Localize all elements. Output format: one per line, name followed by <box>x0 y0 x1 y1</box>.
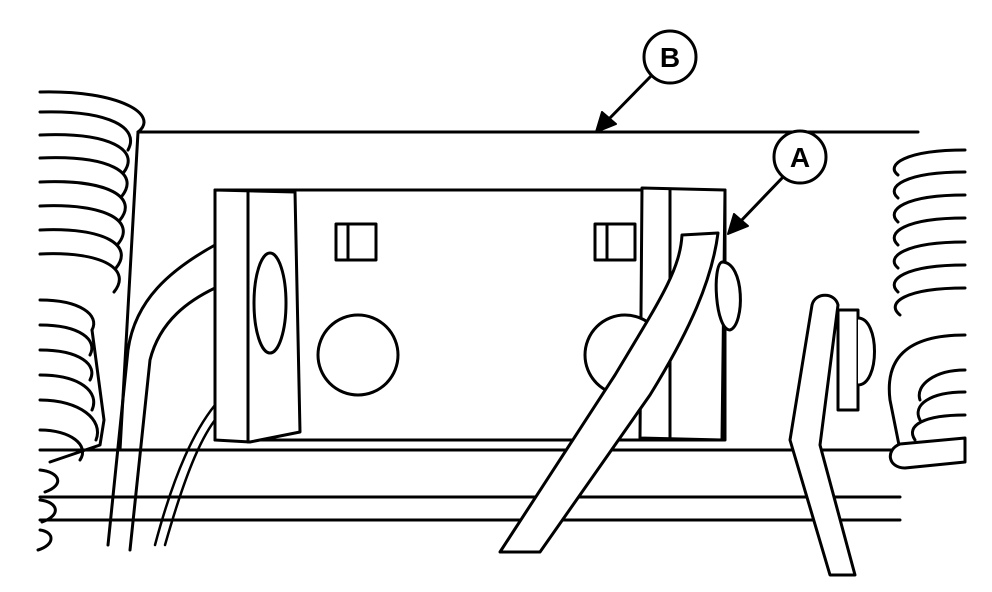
callout-b-label: B <box>660 42 680 73</box>
mounting-bracket <box>213 186 727 444</box>
callout-a: A <box>727 129 828 235</box>
callout-a-circle <box>772 129 828 185</box>
callout-b-circle <box>642 29 698 85</box>
callout-b: B <box>595 29 698 133</box>
callout-a-label: A <box>790 142 810 173</box>
frame-rails <box>38 448 902 522</box>
center-bar <box>498 231 742 554</box>
left-coil-spring <box>36 90 146 552</box>
right-lever <box>788 293 876 577</box>
left-arm <box>106 243 217 552</box>
right-coil-spring <box>887 148 967 470</box>
